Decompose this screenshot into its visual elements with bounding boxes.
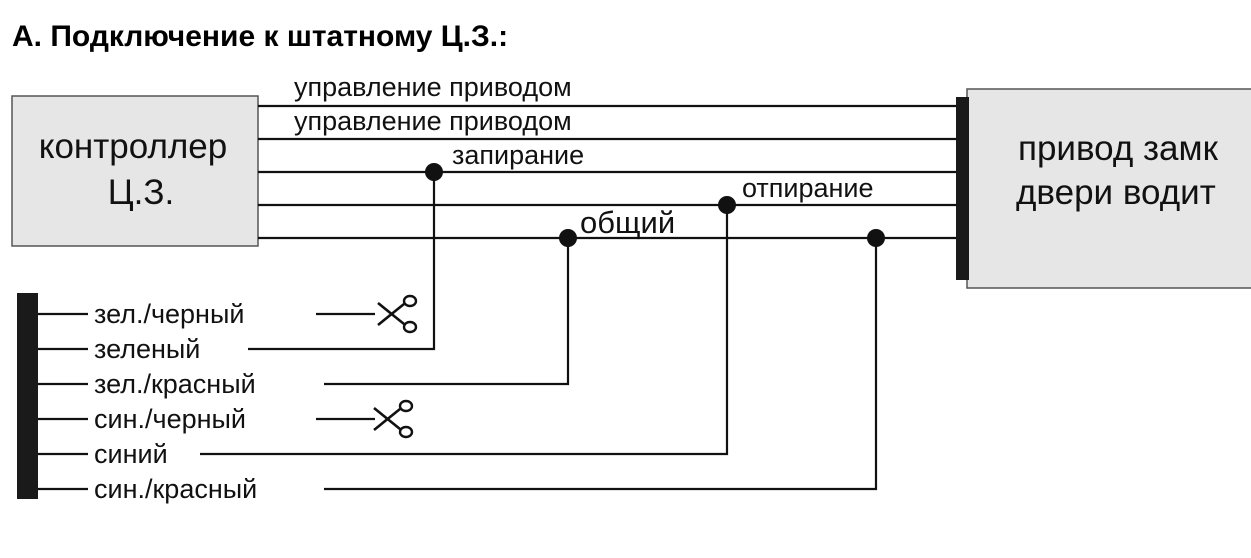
controller-label-line2: Ц.З. — [108, 173, 174, 212]
actuator-box — [966, 88, 1251, 289]
harness-label-6: син./красный — [94, 474, 257, 504]
scissors-icon — [373, 399, 414, 439]
junction-dot-common-1 — [559, 229, 577, 247]
wire-label-drive-control-2: управление приводом — [294, 106, 572, 136]
actuator-label-line2: двери водит — [1016, 173, 1216, 212]
junction-dot-unlock — [718, 196, 736, 214]
harness-connector-bar — [17, 293, 38, 499]
actuator-connector-bar — [956, 97, 969, 280]
connection-blue-red-to-common — [324, 238, 878, 491]
harness-label-3: зел./красный — [94, 369, 256, 399]
junction-dot-common-2 — [867, 229, 885, 247]
wire-label-lock: запирание — [452, 140, 584, 170]
connection-green-to-lock — [248, 172, 436, 351]
controller-label-line1: контроллер — [39, 127, 227, 166]
actuator-label-line1: привод замк — [1018, 129, 1219, 168]
harness-label-2: зеленый — [94, 334, 200, 364]
wire-label-common: общий — [580, 205, 675, 240]
scissors-icon — [377, 294, 418, 334]
junction-dot-lock — [425, 163, 443, 181]
harness-label-5: синий — [94, 439, 168, 469]
connection-blue-to-unlock — [200, 205, 729, 456]
harness-label-4: син./черный — [94, 404, 246, 434]
diagram-title: А. Подключение к штатному Ц.З.: — [12, 20, 508, 53]
harness-label-1: зел./черный — [94, 299, 244, 329]
controller-box — [11, 95, 259, 247]
wire-label-drive-control-1: управление приводом — [294, 72, 572, 102]
connection-green-red-to-common — [324, 238, 570, 386]
wire-label-unlock: отпирание — [742, 173, 874, 203]
